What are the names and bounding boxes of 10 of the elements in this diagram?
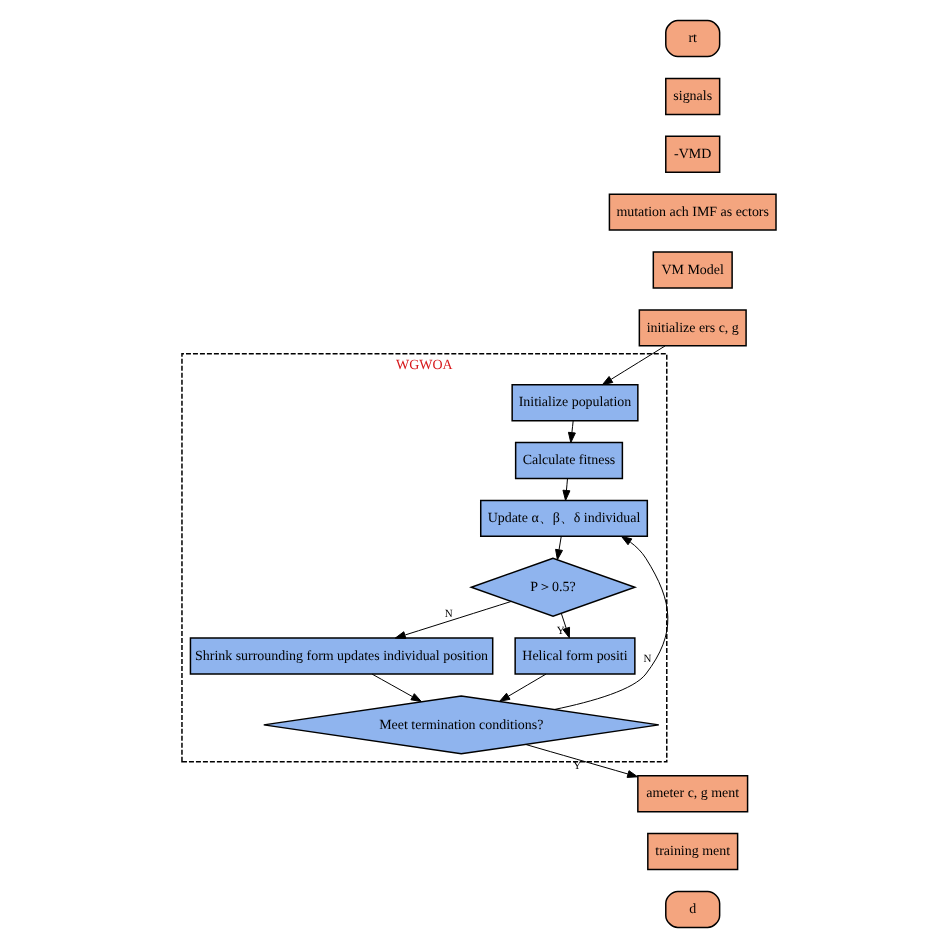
arrow bbox=[566, 420, 575, 444]
arrow bbox=[524, 744, 638, 778]
arrow bbox=[559, 613, 570, 639]
arrow bbox=[561, 478, 570, 501]
arrow bbox=[554, 536, 562, 561]
arrow bbox=[552, 535, 668, 711]
arrow bbox=[600, 345, 665, 386]
arrow bbox=[370, 673, 421, 703]
arrow bbox=[393, 600, 511, 639]
arrow bbox=[498, 673, 546, 702]
